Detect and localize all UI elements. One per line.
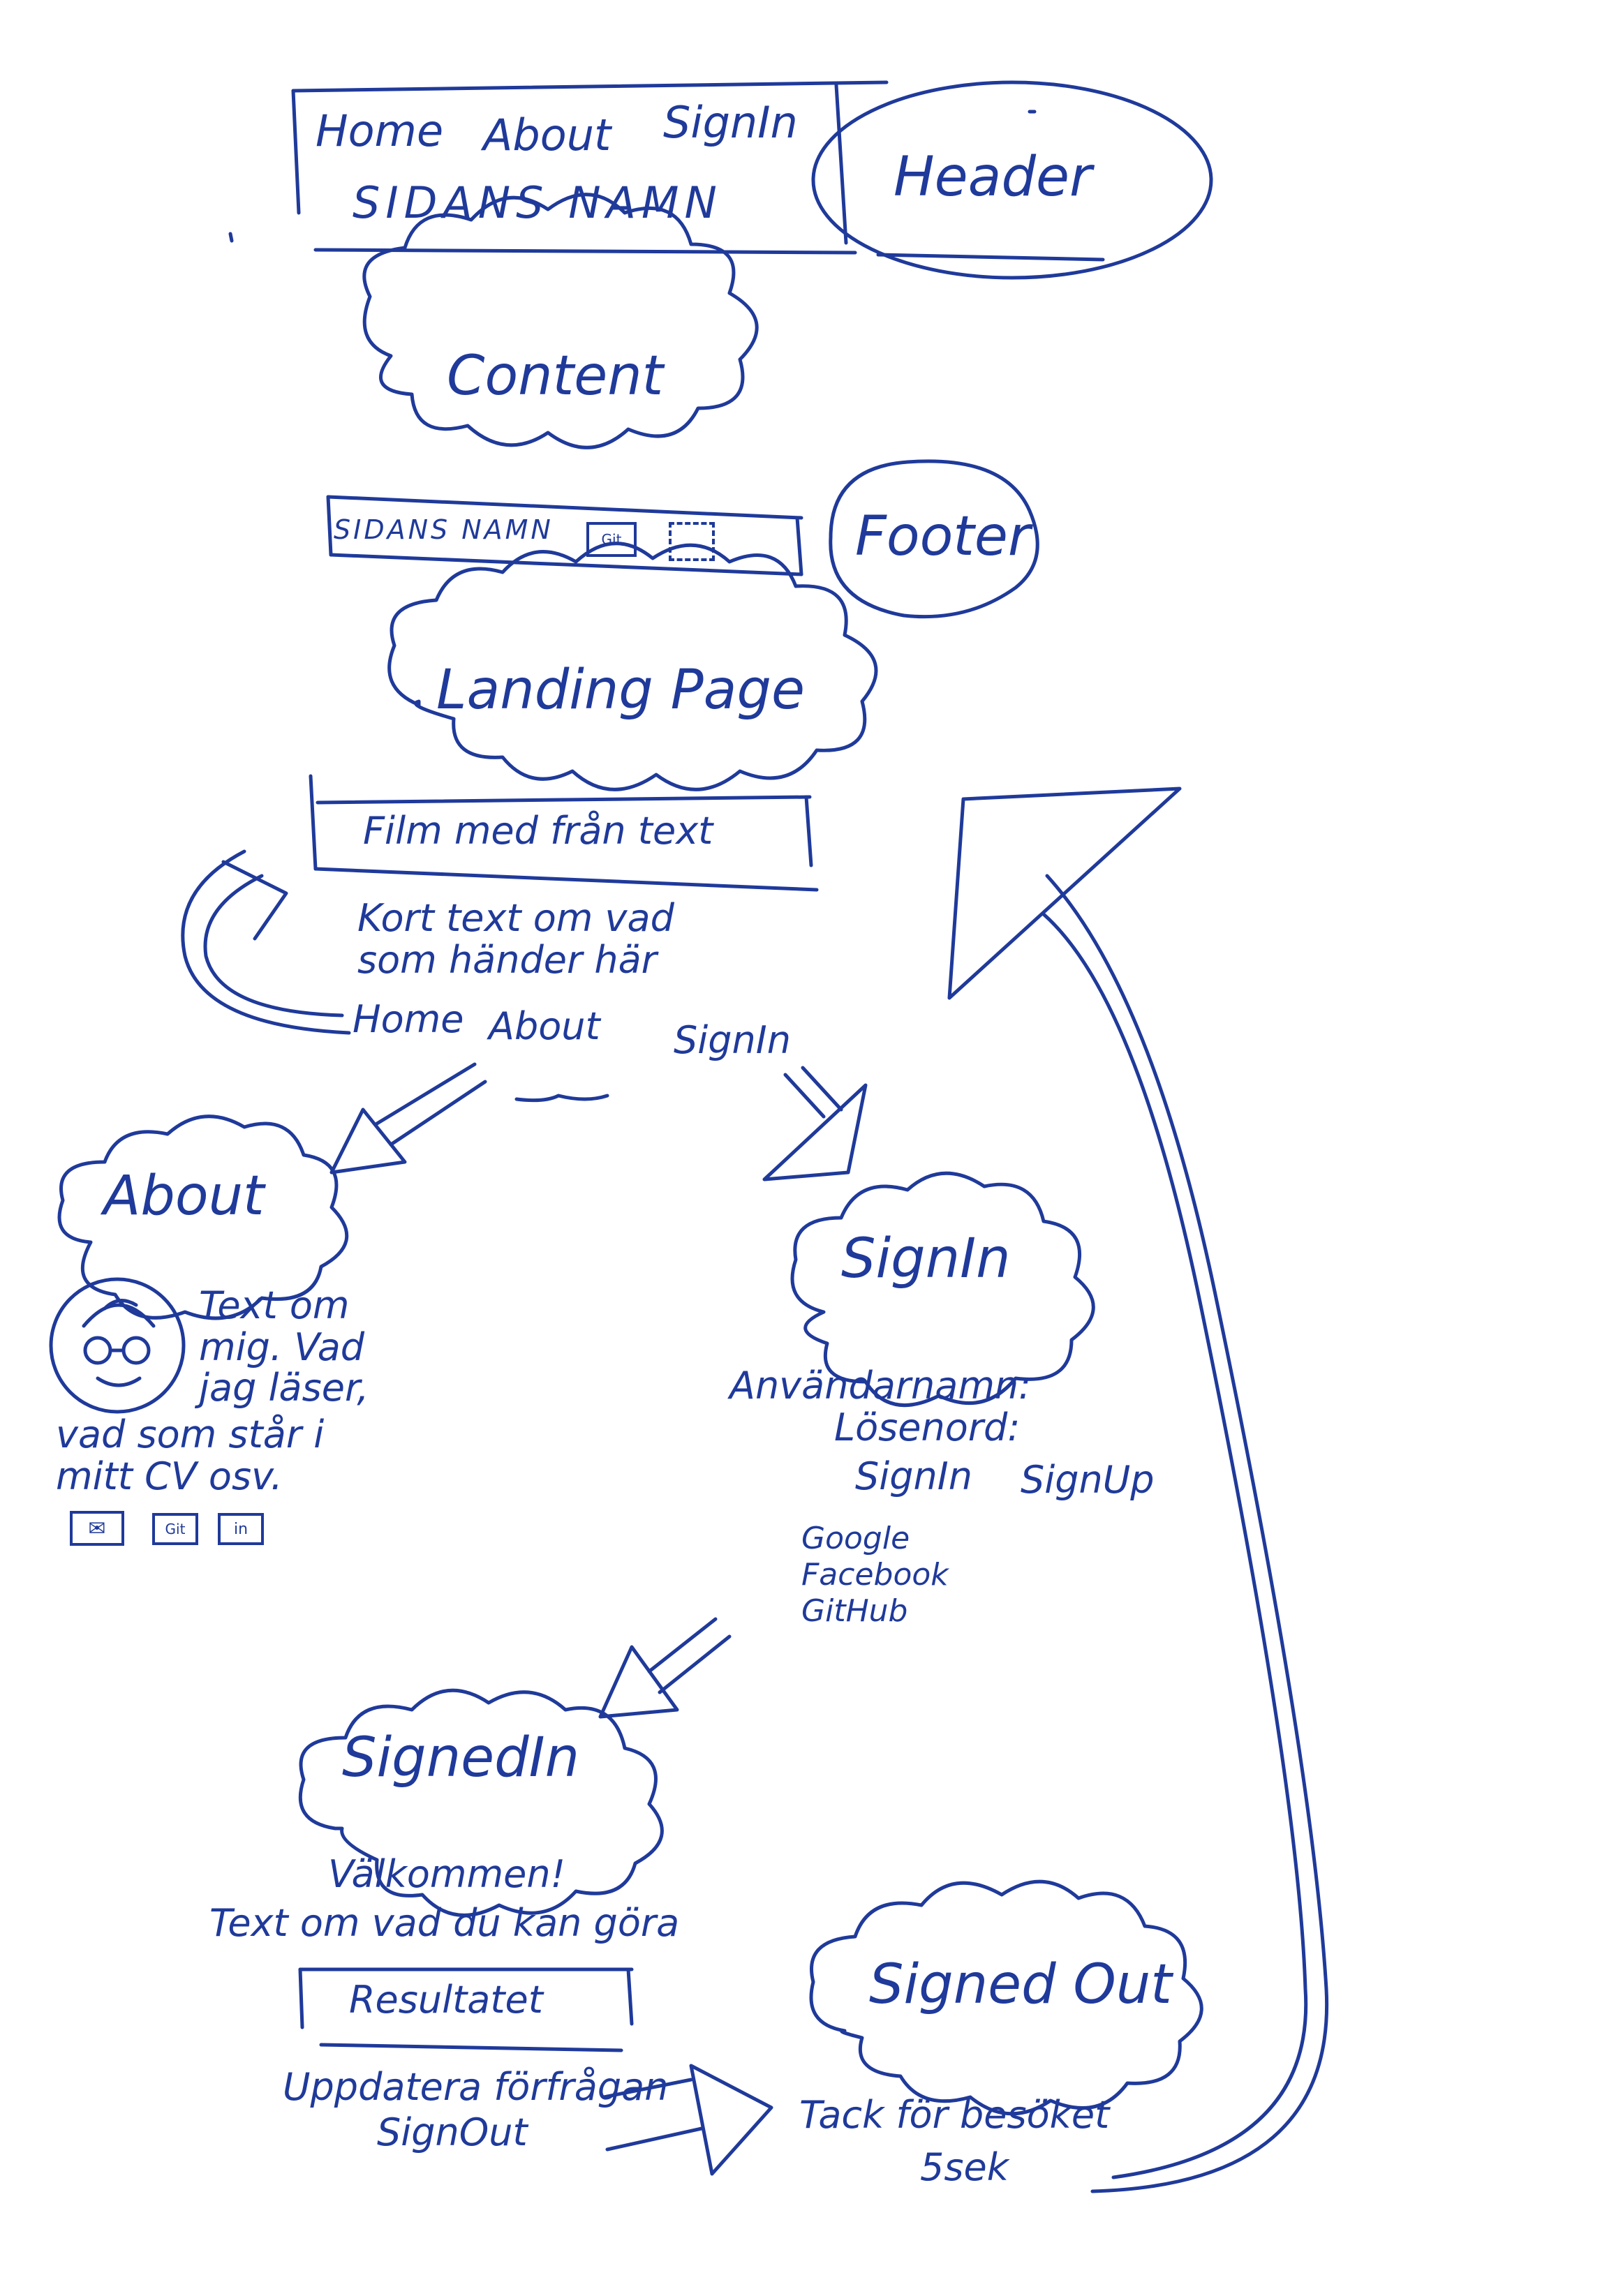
arrow-to-signedout	[602, 2064, 773, 2176]
signedout-thanks: Tack för besöket	[799, 2093, 1110, 2137]
return-to-landing-arrow	[947, 787, 1329, 2193]
linkedin-icon[interactable]: in	[218, 1513, 264, 1545]
header-nav-home: Home	[316, 105, 444, 156]
provider-github[interactable]: GitHub	[801, 1593, 908, 1629]
signedout-cloud	[809, 1879, 1203, 2116]
signin-button[interactable]: SignIn	[855, 1454, 972, 1498]
landing-bubble-label: Landing Page	[436, 659, 805, 722]
footer-site-name: SIDANS NAMN	[334, 514, 554, 545]
signedin-signout-link[interactable]: SignOut	[377, 2110, 528, 2154]
header-wireframe-box	[291, 80, 1105, 262]
arrow-to-about	[329, 1062, 487, 1175]
header-bubble	[811, 80, 1213, 280]
signedin-update-link[interactable]: Uppdatera förfrågan	[283, 2065, 669, 2109]
landing-link-home[interactable]: Home	[353, 997, 464, 1041]
mail-icon[interactable]: ✉	[70, 1511, 124, 1546]
header-nav-signin: SignIn	[663, 97, 798, 148]
signedin-description: Text om vad du kan göra	[209, 1901, 680, 1945]
about-text-line5: mitt CV osv.	[56, 1454, 283, 1498]
home-loop-arrow	[181, 849, 351, 1035]
provider-facebook[interactable]: Facebook	[801, 1557, 949, 1593]
signin-cloud	[790, 1171, 1095, 1408]
result-box	[298, 1967, 634, 2052]
signin-username-label: Användarnamn:	[729, 1364, 1032, 1408]
landing-intro-line2: som händer här	[357, 938, 657, 982]
signedin-welcome: Välkommen!	[328, 1852, 566, 1896]
stray-marks	[228, 110, 1037, 1103]
signin-password-label: Lösenord:	[834, 1406, 1021, 1449]
about-text-line1: Text om	[199, 1283, 350, 1327]
about-bubble-label: About	[103, 1165, 265, 1228]
signedout-bubble-label: Signed Out	[869, 1953, 1172, 2016]
git-icon[interactable]: Git	[152, 1513, 198, 1545]
landing-hero-box	[309, 774, 819, 892]
about-cloud	[57, 1115, 349, 1320]
signup-button[interactable]: SignUp	[1021, 1458, 1155, 1502]
signedin-cloud	[298, 1688, 664, 1917]
header-bubble-label: Header	[894, 146, 1092, 209]
footer-bubble	[829, 459, 1039, 619]
header-nav-about: About	[483, 110, 611, 161]
signedin-bubble-label: SignedIn	[342, 1727, 580, 1789]
content-cloud	[362, 193, 759, 449]
footer-wireframe-box	[326, 495, 803, 576]
arrow-to-signin	[762, 1066, 868, 1181]
signin-bubble-label: SignIn	[841, 1228, 1011, 1290]
landing-page-cloud	[387, 542, 878, 791]
landing-intro-line1: Kort text om vad	[357, 896, 674, 940]
about-text-line3: jag läser,	[199, 1366, 369, 1410]
about-text-line4: vad som står i	[56, 1412, 325, 1456]
about-text-line2: mig. Vad	[199, 1325, 365, 1369]
footer-scribbled-icon	[669, 522, 715, 561]
footer-git-icon: Git	[586, 522, 637, 557]
footer-bubble-label: Footer	[855, 505, 1030, 568]
signedin-result-text: Resultatet	[349, 1978, 543, 2022]
avatar-drawing	[49, 1277, 186, 1414]
signedout-timer: 5sek	[920, 2145, 1009, 2189]
header-site-name: SIDANS NAMN	[353, 177, 722, 228]
landing-hero-text: Film med från text	[363, 809, 713, 853]
arrow-to-signedin	[598, 1617, 732, 1719]
content-bubble-label: Content	[447, 345, 664, 408]
provider-google[interactable]: Google	[801, 1521, 910, 1556]
landing-link-signin[interactable]: SignIn	[674, 1018, 791, 1062]
landing-link-about[interactable]: About	[489, 1004, 600, 1048]
